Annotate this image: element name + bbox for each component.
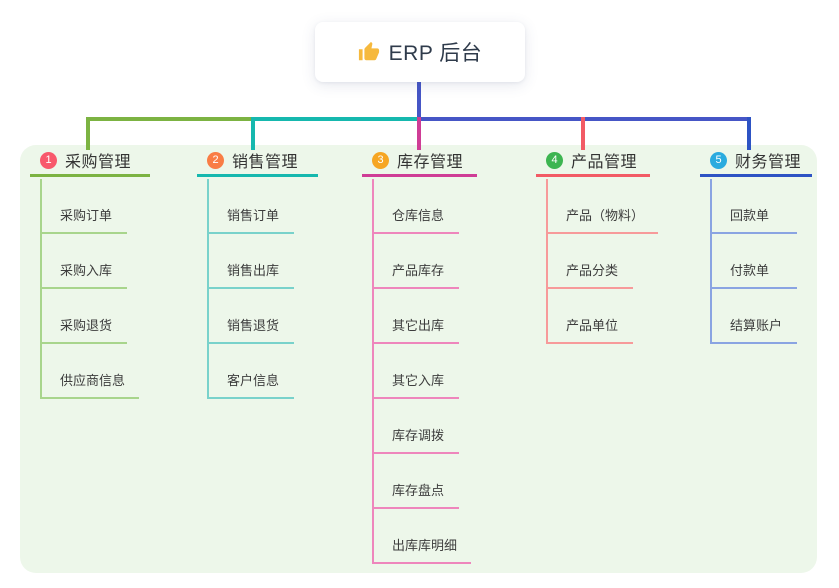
- child-node-label: 产品分类: [548, 260, 633, 289]
- branch-children-1: 采购订单采购入库采购退货供应商信息: [40, 179, 140, 399]
- child-node-label: 库存调拨: [374, 425, 459, 454]
- child-node-label: 产品单位: [548, 315, 633, 344]
- branch-children-2: 销售订单销售出库销售退货客户信息: [207, 179, 294, 399]
- child-node[interactable]: 其它入库: [374, 344, 471, 399]
- branch-children-4: 产品（物料） 产品分类产品单位: [546, 179, 659, 344]
- canvas-panel: [20, 145, 817, 573]
- child-node[interactable]: 库存盘点: [374, 454, 471, 509]
- child-node[interactable]: 客户信息: [209, 344, 294, 399]
- child-node-label: 库存盘点: [374, 480, 459, 509]
- child-node[interactable]: 结算账户: [712, 289, 797, 344]
- branch-badge: 4: [546, 151, 563, 169]
- branch-drop-line: [86, 117, 90, 150]
- branch-badge: 3: [372, 151, 389, 169]
- child-node[interactable]: 供应商信息: [42, 344, 140, 399]
- child-node[interactable]: 产品（物料）: [548, 179, 659, 234]
- branch-node-4[interactable]: 4 产品管理: [536, 146, 650, 177]
- child-node[interactable]: 采购退货: [42, 289, 139, 344]
- branch-badge: 2: [207, 151, 224, 169]
- branch-title-label: 采购管理: [65, 154, 132, 171]
- child-node-label: 销售出库: [209, 260, 294, 289]
- child-node-label: 采购退货: [42, 315, 127, 344]
- root-connector-line: [417, 82, 421, 117]
- branch-title-label: 财务管理: [735, 154, 802, 171]
- child-node-label: 其它入库: [374, 370, 459, 399]
- child-node-label: 采购订单: [42, 205, 127, 234]
- branch-node-1[interactable]: 1 采购管理: [30, 146, 150, 177]
- child-node[interactable]: 产品库存: [374, 234, 471, 289]
- branch-node-5[interactable]: 5 财务管理: [700, 146, 812, 177]
- branch-title-label: 产品管理: [571, 154, 638, 171]
- child-node-label: 出库库明细: [374, 535, 472, 564]
- child-node[interactable]: 其它出库: [374, 289, 471, 344]
- child-node-label: 销售退货: [209, 315, 294, 344]
- child-node[interactable]: 回款单: [712, 179, 797, 234]
- top-segment-finance: [419, 117, 751, 121]
- top-segment-purchase: [86, 117, 253, 121]
- branch-drop-line: [581, 117, 585, 150]
- child-node[interactable]: 产品单位: [548, 289, 658, 344]
- child-node-label: 结算账户: [712, 315, 797, 344]
- branch-node-3[interactable]: 3 库存管理: [362, 146, 477, 177]
- child-node-label: 产品库存: [374, 260, 459, 289]
- branch-children-3: 仓库信息产品库存其它出库其它入库库存调拨库存盘点出库库明细: [372, 179, 472, 564]
- child-node[interactable]: 销售订单: [209, 179, 294, 234]
- child-node-label: 供应商信息: [42, 370, 140, 399]
- child-node[interactable]: 销售出库: [209, 234, 294, 289]
- child-node-label: 产品（物料）: [548, 205, 659, 234]
- top-segment-sales: [253, 117, 419, 121]
- branch-badge: 1: [40, 151, 57, 169]
- branch-drop-line: [251, 117, 255, 150]
- child-node-label: 销售订单: [209, 205, 294, 234]
- child-node[interactable]: 出库库明细: [374, 509, 472, 564]
- branch-badge: 5: [710, 151, 727, 169]
- child-node-label: 付款单: [712, 260, 797, 289]
- branch-title-label: 库存管理: [397, 154, 464, 171]
- child-node-label: 其它出库: [374, 315, 459, 344]
- root-node-label: ERP 后台: [388, 42, 483, 65]
- child-node-label: 仓库信息: [374, 205, 459, 234]
- child-node[interactable]: 库存调拨: [374, 399, 471, 454]
- child-node[interactable]: 产品分类: [548, 234, 658, 289]
- thumbs-up-icon: [358, 41, 379, 61]
- root-node[interactable]: ERP 后台: [315, 22, 525, 82]
- child-node-label: 采购入库: [42, 260, 127, 289]
- branch-children-5: 回款单付款单结算账户: [710, 179, 797, 344]
- branch-drop-line: [747, 117, 751, 150]
- child-node-label: 客户信息: [209, 370, 294, 399]
- child-node[interactable]: 采购入库: [42, 234, 139, 289]
- branch-drop-line: [417, 117, 421, 150]
- child-node-label: 回款单: [712, 205, 797, 234]
- child-node[interactable]: 付款单: [712, 234, 797, 289]
- child-node[interactable]: 采购订单: [42, 179, 139, 234]
- child-node[interactable]: 仓库信息: [374, 179, 471, 234]
- child-node[interactable]: 销售退货: [209, 289, 294, 344]
- branch-title-label: 销售管理: [232, 154, 299, 171]
- branch-node-2[interactable]: 2 销售管理: [197, 146, 318, 177]
